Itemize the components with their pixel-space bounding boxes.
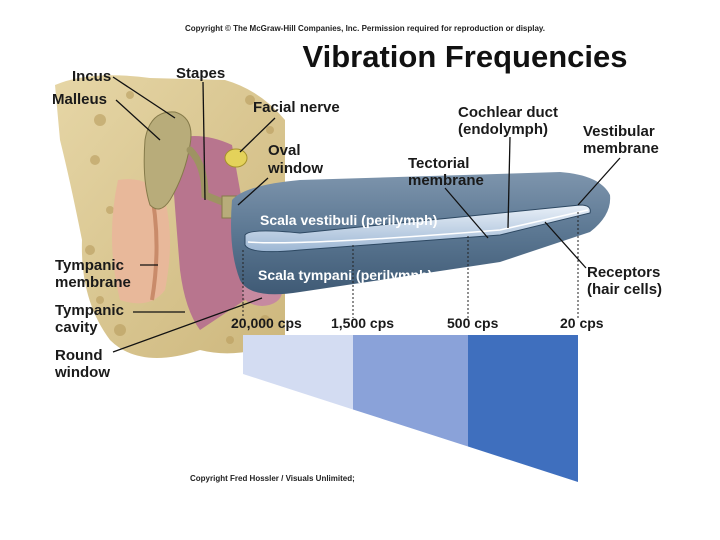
frequency-band-2 [353,335,468,447]
oval-window-label-1: Oval [268,142,301,159]
diagram-title: Vibration Frequencies [302,39,627,74]
scala-vestibuli-label: Scala vestibuli (perilymph) [260,212,437,228]
malleus-label: Malleus [52,91,107,108]
vestibular-membrane-label-2: membrane [583,140,659,157]
frequency-markers [242,212,579,318]
frequency-band-3 [468,335,578,482]
copyright-top: Copyright © The McGraw-Hill Companies, I… [185,24,545,33]
freq-label-20000: 20,000 cps [231,315,302,331]
cochlear-duct-label-1: Cochlear duct [458,104,558,121]
tympanic-cavity-label-1: Tympanic [55,302,124,319]
scala-tympani-label: Scala tympani (perilymph) [258,267,432,283]
freq-label-1500: 1,500 cps [331,315,394,331]
bone-texture [85,91,274,344]
vestibular-membrane-label-1: Vestibular [583,123,655,140]
receptors-label-2: (hair cells) [587,281,662,298]
stapes-label: Stapes [176,65,225,82]
freq-label-500: 500 cps [447,315,499,331]
tectorial-membrane-label-1: Tectorial [408,155,469,172]
round-window-label-1: Round [55,347,102,364]
facial-nerve-label: Facial nerve [253,99,340,116]
receptors-label-1: Receptors [587,264,660,281]
frequency-band-1 [243,335,353,410]
freq-label-20: 20 cps [560,315,604,331]
tympanic-membrane-label-2: membrane [55,274,131,291]
copyright-bottom: Copyright Fred Hossler / Visuals Unlimit… [190,474,355,483]
round-window-label-2: window [54,364,110,381]
tympanic-cavity-shape [170,136,247,330]
incus-label: Incus [72,68,111,85]
frequency-bands [243,335,578,482]
oval-window-label-2: window [267,160,323,177]
cochlear-duct-label-2: (endolymph) [458,121,548,138]
leader-lines [112,76,621,353]
tectorial-membrane-label-2: membrane [408,172,484,189]
tympanic-membrane-label-1: Tympanic [55,257,124,274]
cochlear-duct-shape [244,204,591,253]
facial-nerve-shape [224,148,248,168]
tympanic-cavity-label-2: cavity [55,319,98,336]
